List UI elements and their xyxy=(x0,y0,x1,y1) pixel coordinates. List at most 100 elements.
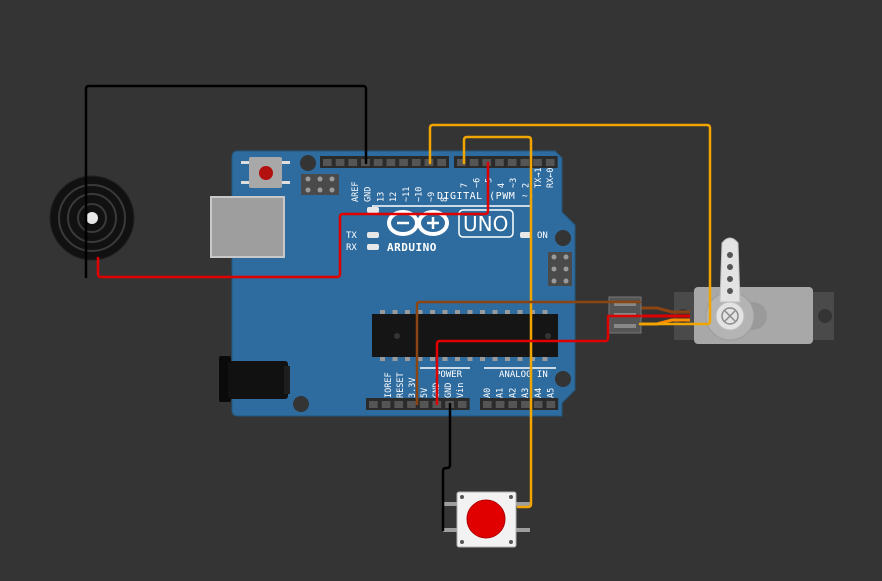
chip-pin xyxy=(442,310,448,314)
digital-pin-label: ~3 xyxy=(509,178,519,188)
digital-pin-socket[interactable] xyxy=(348,159,358,166)
digital-header-right[interactable] xyxy=(454,156,558,168)
wire-servo-signal[interactable] xyxy=(428,123,712,326)
chip-pin xyxy=(392,310,398,314)
analog-pin-socket[interactable] xyxy=(508,401,518,408)
digital-pin-socket[interactable] xyxy=(437,159,446,166)
digital-pin-label: ~10 xyxy=(415,187,425,202)
analog-pin-socket[interactable] xyxy=(483,401,492,408)
digital-pin-socket[interactable] xyxy=(399,159,408,166)
digital-pin-label: 7 xyxy=(460,183,470,188)
wire-servo-power[interactable] xyxy=(435,314,642,406)
l-led xyxy=(367,207,379,213)
digital-header-label: DIGITAL (PWM ~) xyxy=(437,191,535,202)
analog-header[interactable] xyxy=(480,398,559,410)
power-pin-socket[interactable] xyxy=(369,401,378,408)
model-badge xyxy=(458,209,514,238)
analog-pin-label: A0 xyxy=(483,388,493,398)
digital-pin-socket[interactable] xyxy=(482,159,492,166)
pushbutton[interactable] xyxy=(443,491,530,548)
digital-pin-socket[interactable] xyxy=(335,159,345,166)
chip-pin xyxy=(467,310,473,314)
power-pin-label: RESET xyxy=(396,372,406,398)
digital-pin-label: 4 xyxy=(497,183,507,188)
power-pin-label: GND xyxy=(444,383,454,398)
power-pin-socket[interactable] xyxy=(419,401,429,408)
analog-pin-label: A1 xyxy=(496,388,506,398)
icsp-header-top xyxy=(301,174,339,195)
digital-pin-label: AREF xyxy=(351,182,361,202)
tx-led xyxy=(367,232,379,238)
analog-pin-socket[interactable] xyxy=(521,401,530,408)
chip-pin xyxy=(492,357,498,361)
digital-pin-socket[interactable] xyxy=(533,159,542,166)
analog-pin-socket[interactable] xyxy=(495,401,505,408)
analog-header-label: ANALOG IN xyxy=(499,370,548,380)
digital-pin-socket[interactable] xyxy=(457,159,466,166)
reset-button[interactable] xyxy=(241,157,290,188)
digital-pin-socket[interactable] xyxy=(386,159,396,166)
mounting-hole xyxy=(300,155,316,171)
digital-pin-label: TX→1 xyxy=(534,168,544,188)
digital-pin-socket[interactable] xyxy=(469,159,479,166)
chip-pin xyxy=(442,357,448,361)
digital-pin-socket[interactable] xyxy=(520,159,530,166)
chip-pin xyxy=(405,310,410,314)
digital-pin-label: 2 xyxy=(522,183,532,188)
chip-pin xyxy=(505,357,510,361)
analog-pin-label: A2 xyxy=(508,388,518,398)
chip-pin xyxy=(505,310,510,314)
chip-pin xyxy=(480,357,485,361)
servo-horn-hole xyxy=(727,264,733,270)
mounting-hole xyxy=(293,396,309,412)
piezo-buzzer[interactable] xyxy=(49,175,135,261)
power-pin-socket[interactable] xyxy=(407,401,416,408)
power-pin-socket[interactable] xyxy=(394,401,404,408)
model-label: UNO xyxy=(463,212,508,236)
digital-pin-socket[interactable] xyxy=(411,159,421,166)
power-pin-label: 5V xyxy=(420,388,430,398)
chip-pin xyxy=(417,310,423,314)
chip-pin xyxy=(530,357,535,361)
wire-button-signal[interactable] xyxy=(462,135,533,509)
digital-pin-socket[interactable] xyxy=(495,159,504,166)
servo-mount-hole xyxy=(818,309,832,323)
wire-servo-gnd[interactable] xyxy=(415,300,642,406)
wire-buzzer-gnd[interactable] xyxy=(84,84,368,279)
chip-pin xyxy=(517,310,523,314)
digital-pin-label: 8 xyxy=(440,197,450,202)
chip-pin xyxy=(430,310,435,314)
icsp-header-right xyxy=(548,252,572,286)
wire-buzzer-signal[interactable] xyxy=(96,161,490,279)
digital-pin-label: 13 xyxy=(376,192,386,202)
chip-pin xyxy=(492,310,498,314)
digital-pin-socket[interactable] xyxy=(507,159,517,166)
digital-pin-socket[interactable] xyxy=(373,159,383,166)
wires xyxy=(84,84,712,532)
chip-pin xyxy=(542,357,548,361)
button-cap[interactable] xyxy=(466,499,506,539)
digital-pin-socket[interactable] xyxy=(545,159,555,166)
on-led xyxy=(520,232,532,238)
wire-button-gnd[interactable] xyxy=(441,402,452,532)
power-pin-socket[interactable] xyxy=(457,401,467,408)
power-pin-label: Vin xyxy=(456,383,466,398)
chip-pin xyxy=(467,357,473,361)
power-pin-socket[interactable] xyxy=(381,401,391,408)
power-header-label: POWER xyxy=(435,370,463,380)
chip-pin xyxy=(392,357,398,361)
analog-pin-socket[interactable] xyxy=(546,401,556,408)
power-pin-label: IOREF xyxy=(384,372,394,398)
servo-horn-hole xyxy=(727,276,733,282)
power-pin-label: 3.3V xyxy=(408,378,418,398)
chip-pin xyxy=(417,357,423,361)
chip-pin xyxy=(530,310,535,314)
digital-pin-socket[interactable] xyxy=(323,159,332,166)
analog-pin-socket[interactable] xyxy=(533,401,543,408)
rx-led xyxy=(367,244,379,250)
chip-pin xyxy=(380,357,385,361)
mounting-hole xyxy=(555,230,571,246)
